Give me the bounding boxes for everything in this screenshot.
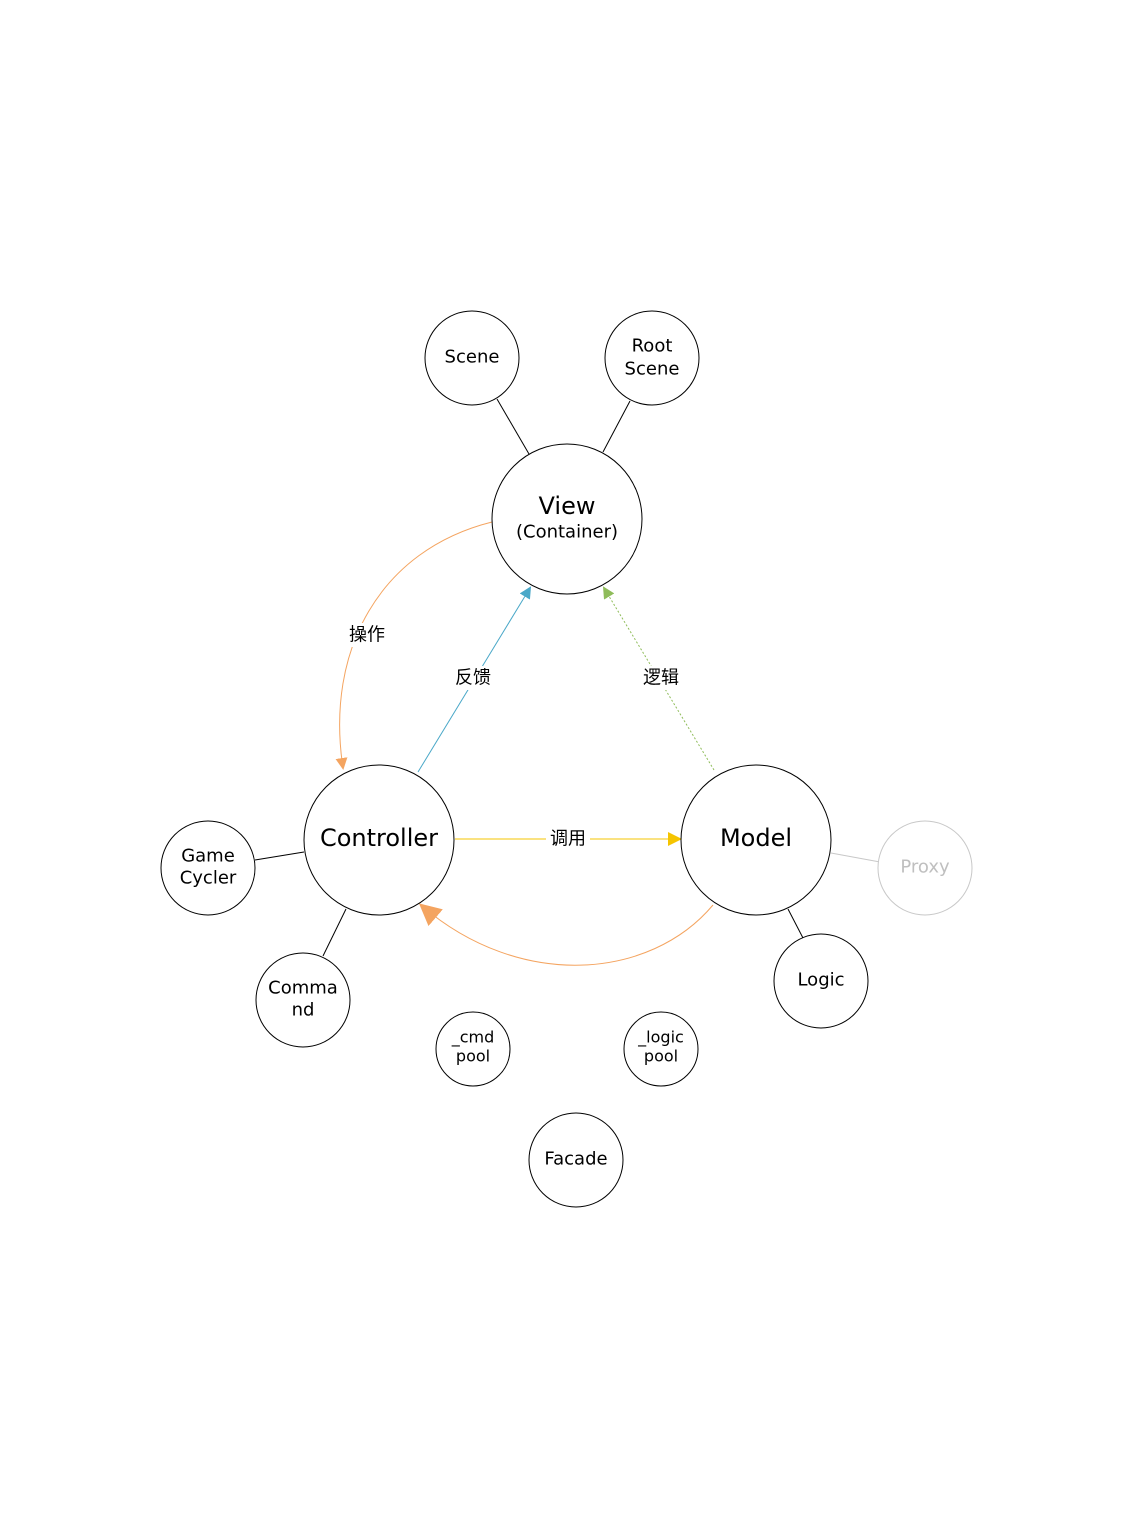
operate-arrow — [335, 521, 493, 770]
game-cycler-node: Game Cycler — [160, 820, 256, 916]
model-to-controller-arrow — [418, 903, 714, 966]
controller-command-connector — [322, 908, 347, 957]
controller-node: Controller — [303, 764, 455, 916]
view-subtitle: (Container) — [516, 522, 618, 543]
command-line1: Comma — [268, 978, 338, 999]
model-node: Model — [680, 764, 832, 916]
controller-game-cycler-connector — [254, 851, 305, 861]
logic-pool-node: _logic pool — [623, 1011, 699, 1087]
cmd-pool-line2: pool — [456, 1047, 490, 1066]
invoke-label: 调用 — [550, 829, 586, 850]
command-node: Comma nd — [255, 952, 351, 1048]
root-scene-line1: Root — [632, 336, 673, 357]
view-title: View — [539, 492, 596, 520]
logic-title: Logic — [797, 970, 844, 991]
proxy-title: Proxy — [900, 857, 950, 878]
model-proxy-connector — [830, 852, 881, 863]
view-scene-connector — [496, 398, 530, 455]
logic-node: Logic — [773, 933, 869, 1029]
model-logic-connector — [787, 908, 804, 939]
invoke-label-bg — [546, 827, 590, 851]
root-scene-line2: Scene — [625, 359, 680, 380]
game-cycler-line1: Game — [181, 846, 235, 867]
logic-pool-line2: pool — [644, 1047, 678, 1066]
facade-title: Facade — [544, 1149, 607, 1170]
logic-pool-line1: _logic — [637, 1028, 684, 1048]
operate-label: 操作 — [349, 625, 385, 646]
logic-label-bg — [639, 666, 683, 690]
controller-title: Controller — [320, 824, 438, 852]
game-cycler-line2: Cycler — [180, 868, 237, 889]
view-node: View (Container) — [491, 443, 643, 595]
logic-label: 逻辑 — [643, 668, 679, 689]
scene-node: Scene — [424, 310, 520, 406]
root-scene-node: Root Scene — [604, 310, 700, 406]
view-root-scene-connector — [602, 400, 631, 453]
feedback-label-bg — [451, 666, 495, 690]
model-title: Model — [720, 824, 792, 852]
command-line2: nd — [292, 1000, 315, 1021]
scene-title: Scene — [445, 347, 500, 368]
operate-label-bg — [345, 623, 389, 647]
cmd-pool-line1: _cmd — [451, 1028, 495, 1048]
logic-arrow — [602, 586, 715, 771]
feedback-label: 反馈 — [455, 668, 491, 689]
cmd-pool-node: _cmd pool — [435, 1011, 511, 1087]
proxy-node: Proxy — [877, 820, 973, 916]
facade-node: Facade — [528, 1112, 624, 1208]
